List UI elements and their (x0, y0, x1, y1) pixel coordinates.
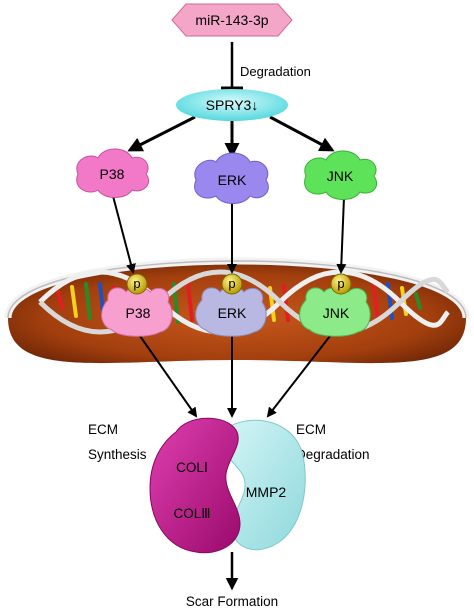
degradation-label: Degradation (240, 64, 311, 79)
spry3-label: SPRY3↓ (206, 97, 259, 113)
kinase-jnk-label: JNK (327, 168, 354, 184)
kinase-p38: P38 (76, 148, 150, 198)
col-i-label: COLⅠ (176, 460, 208, 475)
pathway-arrows (112, 42, 347, 591)
nuclear-jnk: JNK (299, 287, 371, 337)
nuclear-p38-label: P38 (126, 305, 151, 321)
mmp2-bean: MMP2 (219, 419, 306, 551)
phospho-erk: p (221, 273, 243, 295)
col-bean: COLⅠ COLⅢ (149, 417, 241, 554)
phospho-p38-label: p (133, 276, 140, 291)
arrow-spry3-to-p38 (127, 115, 196, 152)
kinase-p38-label: P38 (100, 166, 125, 182)
phospho-jnk-label: p (337, 276, 344, 291)
kinase-erk: ERK (194, 152, 269, 204)
nuclear-jnk-label: JNK (323, 305, 350, 321)
arrow-spry3-to-jnk (269, 115, 335, 152)
ecm-degradation-line2: Degradation (296, 447, 370, 462)
mir-143-3p-label: miR-143-3p (195, 12, 268, 28)
nuclear-p38: P38 (101, 287, 173, 337)
arrow-p38-to-nucleus (112, 195, 136, 274)
ecm-degradation-line1: ECM (296, 422, 326, 437)
phospho-jnk: p (330, 273, 352, 295)
arrow-p38-to-col (139, 335, 198, 418)
nuclear-erk: ERK (195, 287, 267, 337)
ecm-synthesis-line2: Synthesis (88, 447, 147, 462)
ecm-degradation-label: ECM Degradation (296, 422, 370, 462)
mmp2-label: MMP2 (246, 484, 287, 500)
scar-formation-label: Scar Formation (186, 594, 278, 609)
phospho-erk-label: p (228, 276, 235, 291)
arrow-jnk-to-mmp2 (266, 335, 331, 418)
mir-143-3p-node: miR-143-3p (171, 3, 293, 37)
spry3-node: SPRY3↓ (176, 89, 288, 121)
nuclear-erk-label: ERK (218, 305, 247, 321)
col-iii-label: COLⅢ (173, 506, 210, 521)
phospho-p38: p (126, 273, 148, 295)
kinase-jnk: JNK (304, 150, 378, 200)
ecm-synthesis-line1: ECM (88, 422, 118, 437)
arrow-jnk-to-nucleus (336, 196, 347, 274)
ecm-synthesis-label: ECM Synthesis (88, 422, 147, 462)
kinase-erk-label: ERK (218, 172, 247, 188)
